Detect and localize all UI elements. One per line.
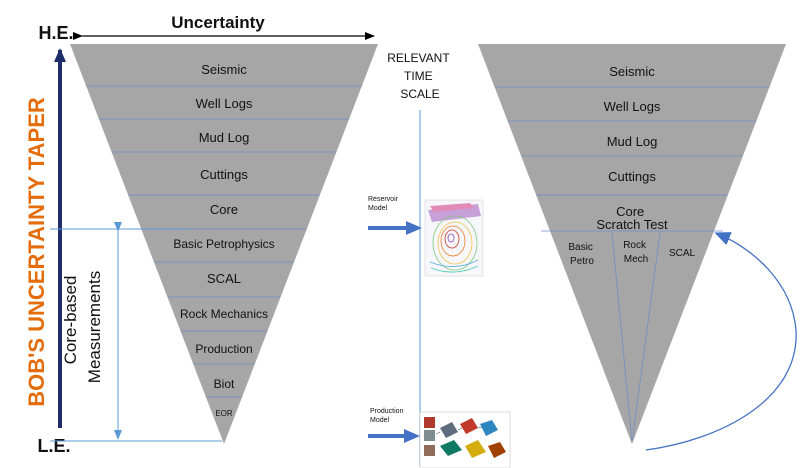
right-taper-layer-mud-log: Mud Log [607,134,658,149]
top-label: H.E. [38,23,73,43]
uncertainty-label: Uncertainty [171,13,265,32]
production-model-label: Production Model [370,408,405,424]
right-taper-layer-cuttings: Cuttings [608,169,656,184]
left-taper-layer-mud-log: Mud Log [199,130,250,145]
right-core-label: Core Scratch Test [596,204,668,232]
left-taper-layer-seismic: Seismic [201,62,247,77]
left-taper-layer-biot: Biot [214,377,235,391]
left-taper-layer-scal: SCAL [207,271,241,286]
right-taper-layer-well-logs: Well Logs [604,99,661,114]
right-taper [478,44,786,444]
left-taper-dividers [86,85,362,398]
left-taper-layer-cuttings: Cuttings [200,167,248,182]
left-taper-layer-basic-petrophysics: Basic Petrophysics [173,237,274,251]
production-model-thumbnail [419,411,511,468]
left-taper-layer-well-logs: Well Logs [196,96,253,111]
left-taper [70,44,378,444]
reservoir-model-label: Reservoir Model [368,196,400,212]
left-taper-layer-production: Production [195,342,252,356]
bottom-label: L.E. [37,436,70,456]
left-taper-layer-core: Core [210,202,238,217]
feedback-curve-arrow [645,232,797,451]
sub-column-basic-petro: Basic Petro [568,242,595,267]
core-based-label-line1: Core-based [61,276,80,365]
left-taper-layer-eor: EOR [215,409,233,418]
right-taper-dividers [494,86,770,196]
sub-column-rock-mech: Rock Mech [623,240,649,265]
right-taper-layer-seismic: Seismic [609,64,655,79]
sub-column-divider-left [611,232,633,443]
vertical-title: BOB'S UNCERTAINTY TAPER [24,97,49,407]
reservoir-model-thumbnail [424,199,484,277]
left-taper-layer-rock-mechanics: Rock Mechanics [180,307,268,321]
core-based-label-line2: Measurements [85,271,104,383]
sub-column-divider-right [631,232,661,443]
relevant-time-scale-label: RELEVANT TIME SCALE [387,51,453,101]
sub-column-scal: SCAL [669,248,696,259]
